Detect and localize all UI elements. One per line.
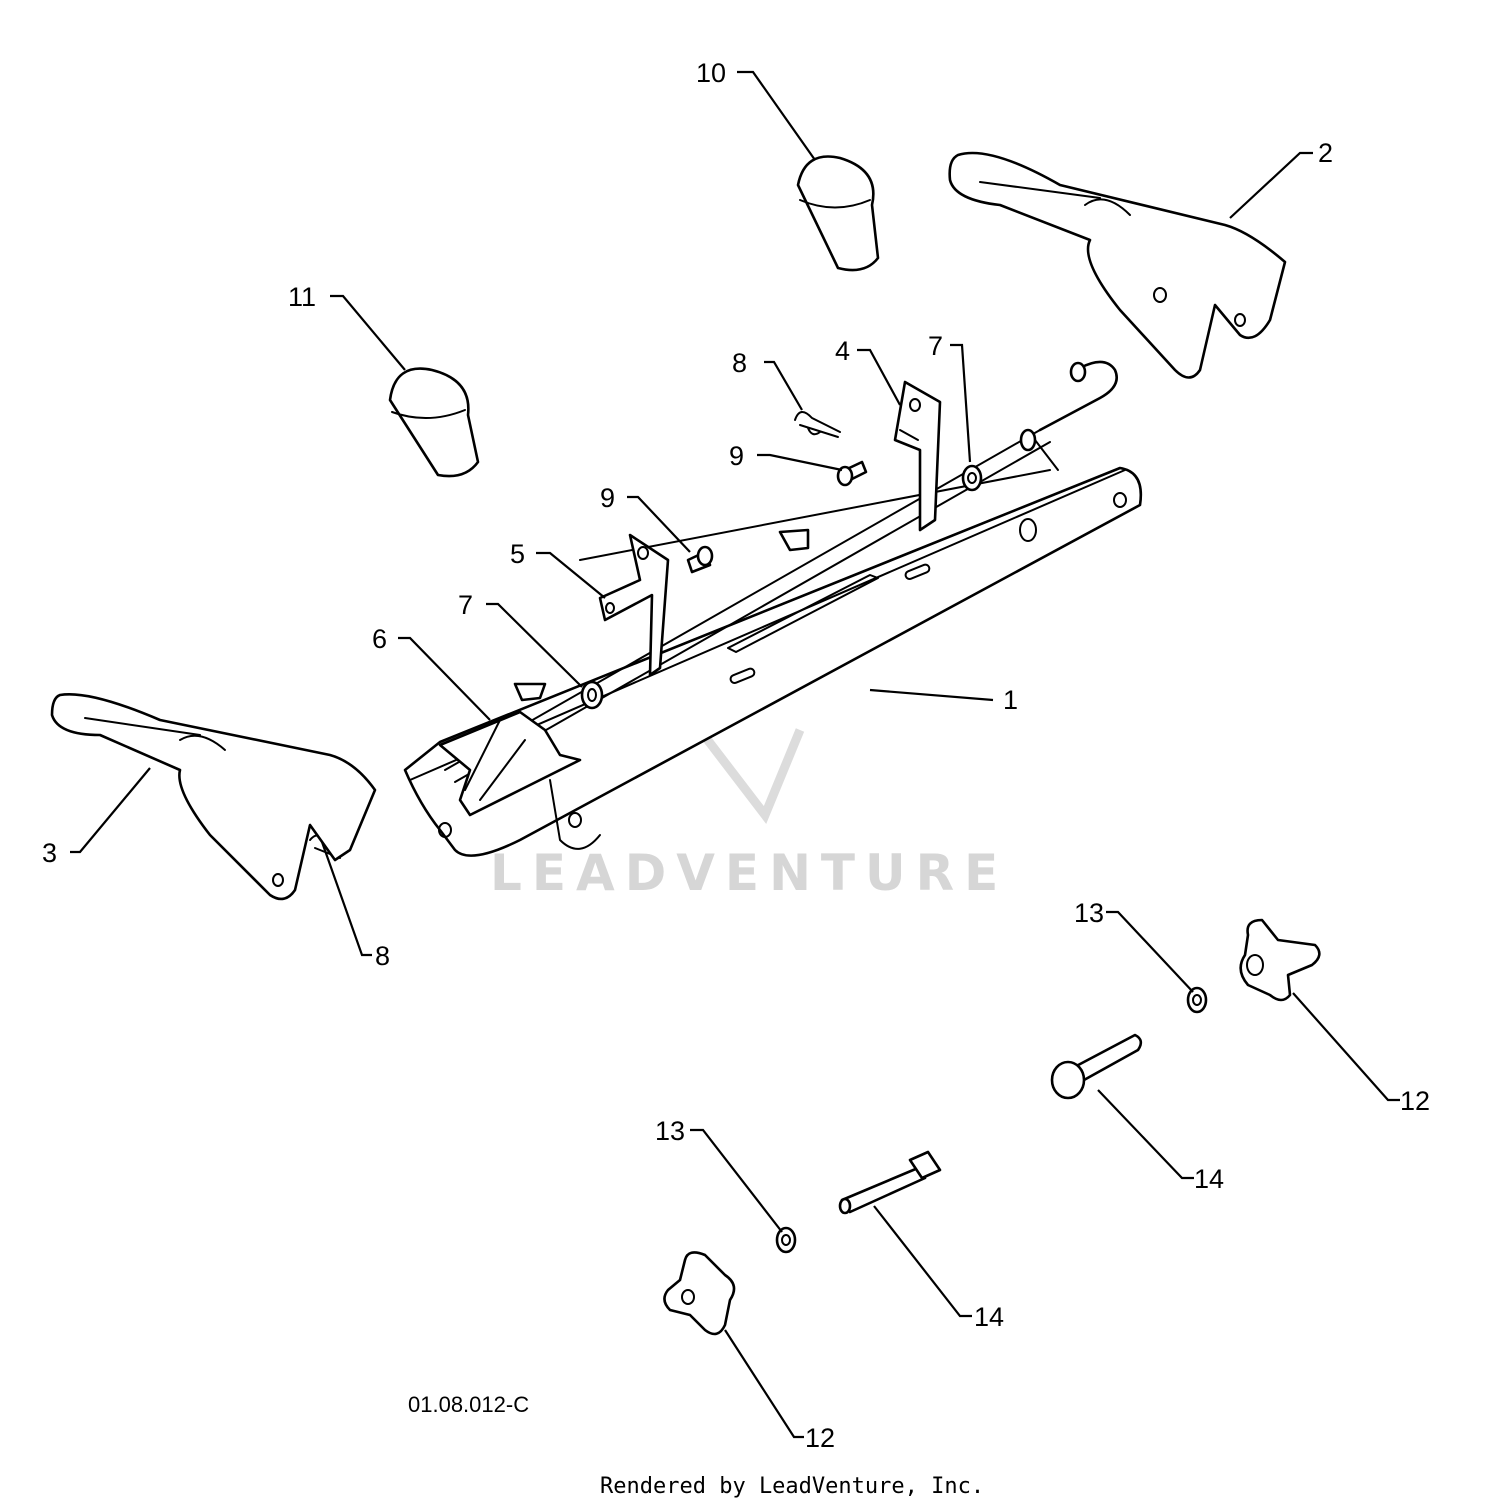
part-9-bolt-middle: [686, 545, 714, 574]
callouts: 1 2 3 4 5 6 7 7 8 8 9 9 10 11 12 12 13 1…: [42, 58, 1430, 1453]
part-4-bracket: [893, 380, 942, 532]
part-13-washer-right: [1186, 986, 1208, 1014]
part-14-carriage-bolt-left: [838, 1150, 942, 1215]
part-7-bushing-left: [580, 680, 604, 710]
callout-8-top: 8: [732, 348, 747, 378]
leader-lines: [70, 70, 1400, 1439]
part-2-lever-right: [948, 151, 1287, 379]
callout-12-right: 12: [1400, 1086, 1430, 1116]
callout-8-bottom: 8: [375, 941, 390, 971]
leadventure-watermark: LEADVENTURE: [490, 636, 1008, 902]
callout-10: 10: [696, 58, 726, 88]
part-13-washer-left: [775, 1226, 797, 1254]
callout-13-left: 13: [655, 1116, 685, 1146]
watermark-text: LEADVENTURE: [490, 844, 1008, 902]
part-9-bolt-top: [836, 460, 868, 487]
part-6-detent-bracket: [438, 710, 582, 817]
callout-5: 5: [510, 539, 525, 569]
shaft-tab-left: [513, 682, 547, 702]
part-7-bushing-right: [961, 464, 983, 492]
part-8-hairpin-clip-top: [794, 411, 841, 438]
callout-11: 11: [288, 282, 316, 312]
callout-3: 3: [42, 838, 57, 868]
rendered-by-credit: Rendered by LeadVenture, Inc.: [600, 1474, 984, 1499]
part-10-knob: [796, 155, 880, 272]
callout-9-middle: 9: [600, 483, 615, 513]
lever-shaft: [444, 360, 1118, 783]
watermark-v-icon: [696, 727, 805, 824]
callout-6: 6: [372, 624, 387, 654]
callout-13-right: 13: [1074, 898, 1104, 928]
callout-4: 4: [835, 336, 850, 366]
callout-2: 2: [1318, 138, 1333, 168]
shaft-tab-right: [778, 528, 810, 552]
part-14-carriage-bolt-right: [1050, 1033, 1143, 1100]
part-1-mounting-plate: [403, 466, 1143, 857]
callout-12-left: 12: [805, 1423, 835, 1453]
callout-9-top: 9: [729, 441, 744, 471]
part-11-knob: [388, 367, 480, 478]
callout-14-right: 14: [1194, 1164, 1224, 1194]
callout-14-left: 14: [974, 1302, 1004, 1332]
part-3-lever-left: [50, 693, 377, 901]
part-5-bracket: [598, 533, 670, 677]
callout-1: 1: [1003, 685, 1018, 715]
part-12-knob-nut-right: [1239, 918, 1321, 1002]
part-12-knob-nut-left: [663, 1251, 736, 1336]
drawing-number: 01.08.012-C: [408, 1392, 529, 1417]
callout-7-left: 7: [458, 590, 473, 620]
callout-7-right: 7: [928, 331, 943, 361]
